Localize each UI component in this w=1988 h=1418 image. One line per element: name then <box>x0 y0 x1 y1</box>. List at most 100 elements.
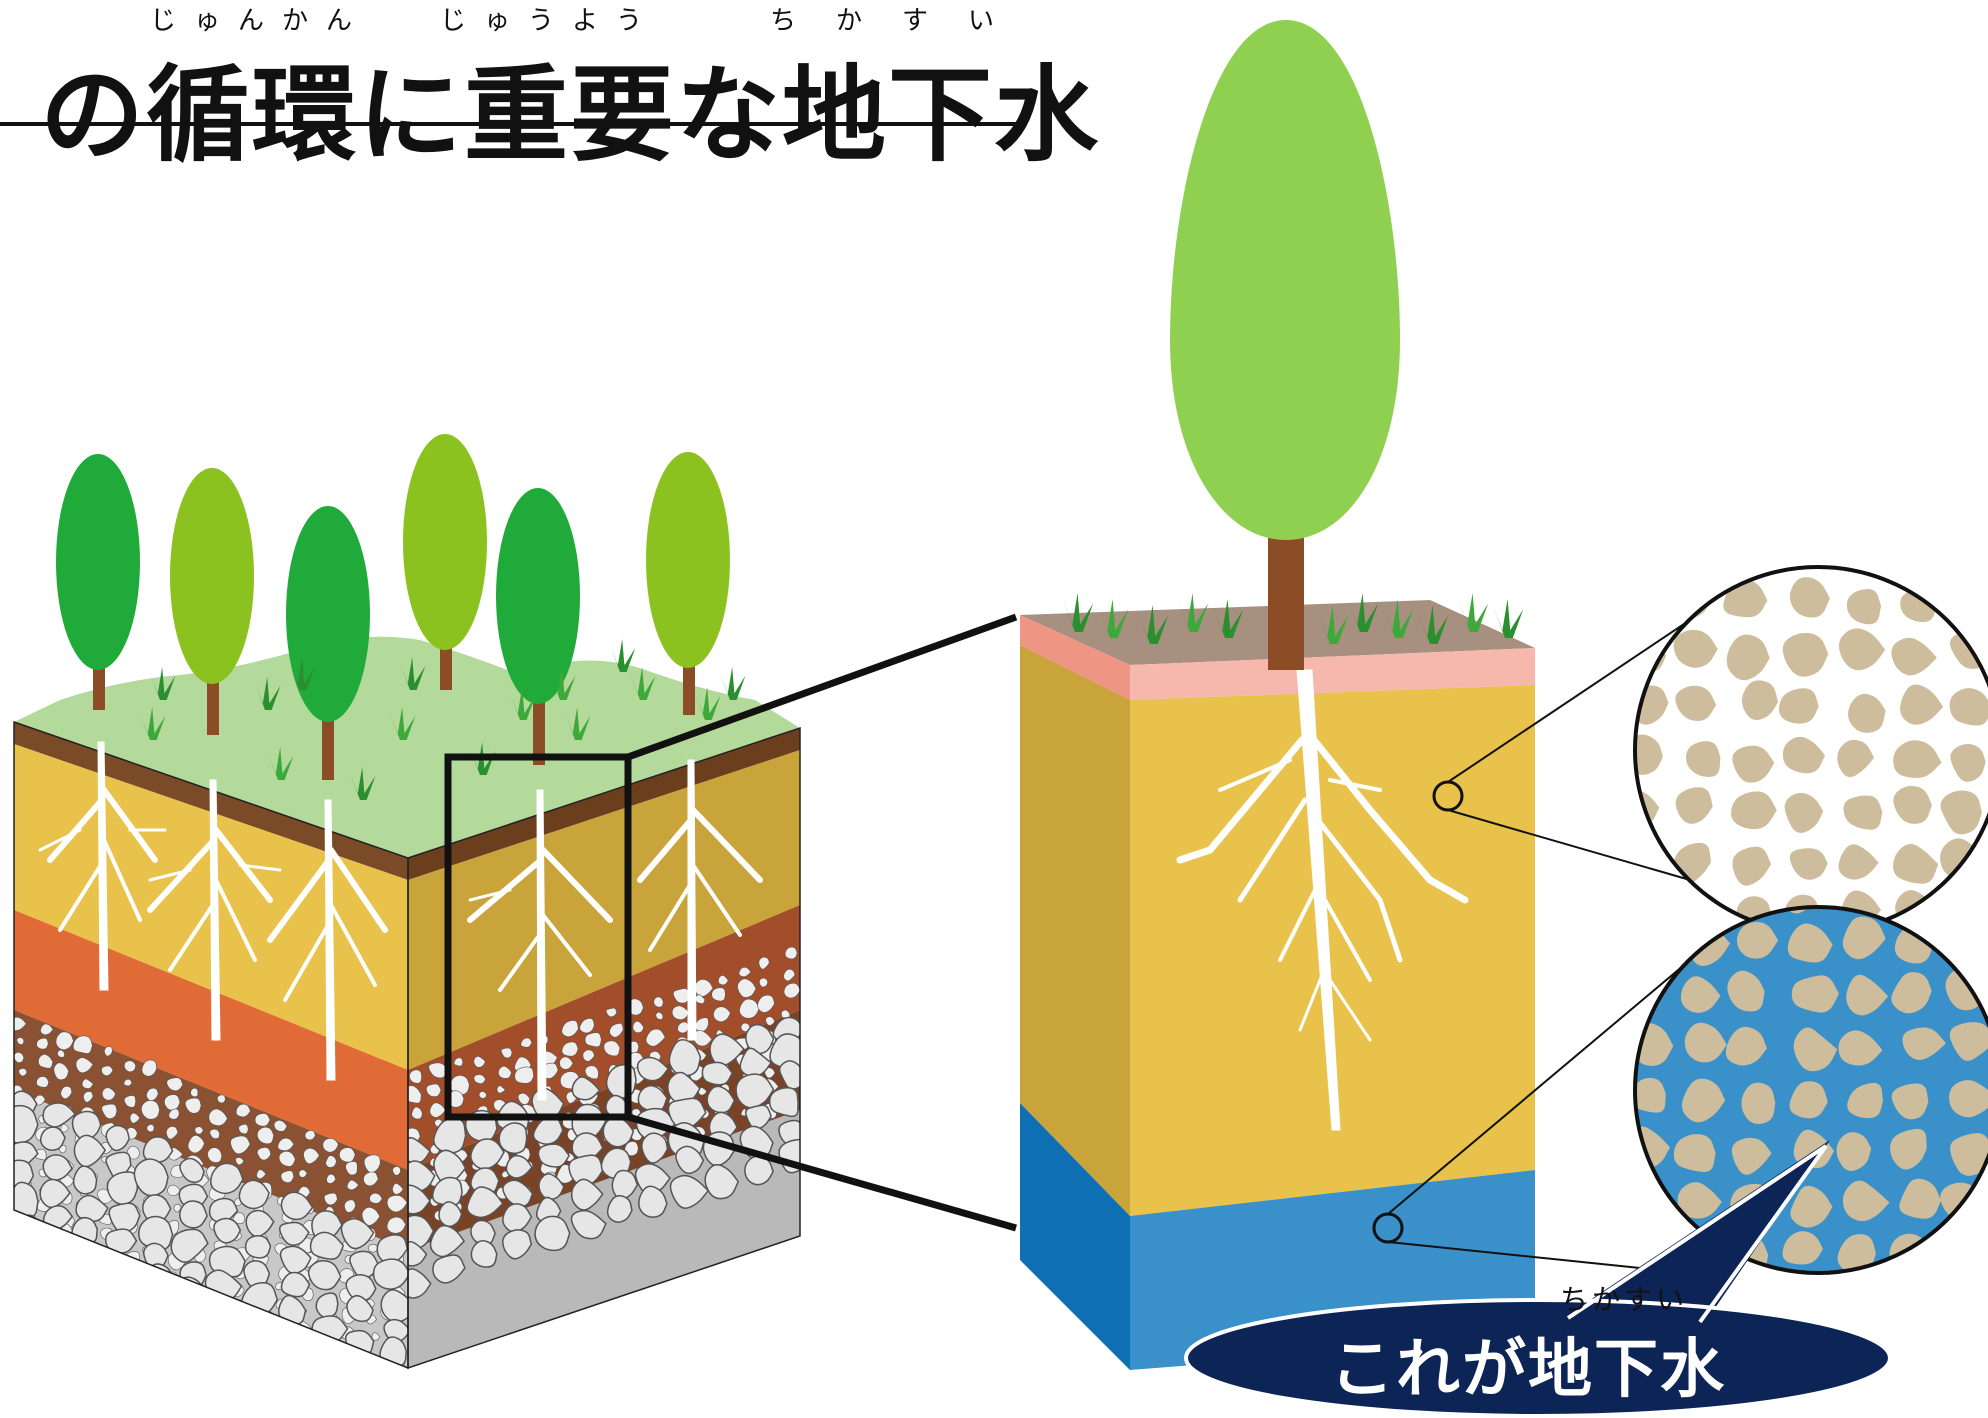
pebble <box>1902 1027 1946 1060</box>
stone <box>39 1240 49 1249</box>
stone <box>138 1215 174 1251</box>
stone <box>142 1194 172 1223</box>
stone <box>561 1041 579 1057</box>
stone <box>386 1216 407 1234</box>
stone <box>238 1179 270 1210</box>
root-2 <box>147 779 282 1041</box>
tree <box>170 468 254 684</box>
stone <box>42 1154 73 1181</box>
stone <box>185 1296 204 1312</box>
stone <box>105 1124 130 1152</box>
stone <box>408 1085 422 1104</box>
stone <box>667 1097 707 1131</box>
stone <box>14 1016 27 1031</box>
stone <box>498 1122 528 1155</box>
stone <box>571 1076 601 1101</box>
stone <box>717 975 729 986</box>
stone <box>280 1191 314 1221</box>
stone <box>14 1181 39 1219</box>
stone <box>168 1108 180 1120</box>
stone <box>737 978 757 998</box>
stone <box>783 982 800 999</box>
pebble <box>1635 1179 1657 1220</box>
stone <box>739 998 760 1019</box>
stone <box>584 1065 599 1080</box>
stone <box>123 1060 137 1073</box>
stone <box>780 1009 791 1019</box>
stone <box>38 1232 70 1261</box>
pebble <box>1741 680 1779 721</box>
pebble <box>1890 1128 1927 1170</box>
grass-tuft <box>1418 605 1449 644</box>
stone <box>453 1057 464 1067</box>
stone <box>671 1005 690 1020</box>
stone <box>106 1256 140 1284</box>
root-3 <box>267 799 388 1081</box>
magnified-groundwater <box>1633 905 1988 1275</box>
tree <box>403 434 487 650</box>
stone <box>208 1108 228 1126</box>
pebble <box>1725 1026 1767 1066</box>
tree <box>646 452 730 668</box>
grass-tuft <box>695 687 721 720</box>
stone <box>104 1228 138 1254</box>
grass-tuft <box>268 747 294 780</box>
stone <box>16 1037 25 1045</box>
pebble <box>1940 790 1982 835</box>
stone <box>745 1023 775 1055</box>
pebble <box>1893 785 1932 824</box>
stone <box>104 1261 118 1278</box>
stone <box>70 1240 102 1275</box>
stone <box>438 1201 463 1228</box>
stone <box>478 1091 487 1099</box>
pebble <box>1945 528 1984 567</box>
stone <box>278 1294 307 1325</box>
stone <box>278 1221 310 1246</box>
stone <box>39 1126 66 1151</box>
stone <box>217 1094 226 1104</box>
pebble <box>1950 744 1986 782</box>
stone <box>141 1100 160 1120</box>
pebble <box>1893 843 1939 884</box>
stone <box>101 1087 116 1101</box>
stone <box>179 1261 207 1288</box>
pebble <box>1675 685 1717 721</box>
stone <box>383 1318 408 1342</box>
stone <box>537 1143 570 1168</box>
stone <box>213 1301 241 1328</box>
grass-tuft <box>630 667 656 700</box>
stone <box>213 1217 242 1244</box>
pebble <box>1635 891 1670 931</box>
stone <box>280 1271 311 1298</box>
stone <box>123 1078 133 1087</box>
stone <box>502 1179 534 1208</box>
roots <box>38 741 763 1101</box>
stone <box>758 956 770 970</box>
pebble <box>1891 1083 1929 1120</box>
pebble <box>1899 1178 1941 1219</box>
grass-tuft <box>565 707 591 740</box>
stone <box>706 1085 736 1114</box>
stone <box>39 1178 71 1209</box>
pebble <box>1635 920 1669 964</box>
stone <box>103 1046 113 1057</box>
pebble <box>1848 693 1886 733</box>
pebble <box>1686 741 1721 778</box>
pebble <box>1731 567 1772 572</box>
stone <box>184 1097 202 1114</box>
title-underline <box>0 122 1016 126</box>
stone <box>429 1224 466 1258</box>
pebble <box>1846 588 1881 625</box>
stone <box>704 1163 740 1200</box>
stone <box>83 1091 94 1103</box>
stone <box>57 1049 65 1058</box>
stone <box>408 1184 431 1215</box>
pebble <box>1791 975 1839 1013</box>
stone <box>386 1195 408 1213</box>
stone <box>243 1260 271 1289</box>
stone <box>14 1214 40 1247</box>
stone <box>350 1352 378 1368</box>
stone <box>669 1174 710 1209</box>
stone <box>319 1337 332 1352</box>
